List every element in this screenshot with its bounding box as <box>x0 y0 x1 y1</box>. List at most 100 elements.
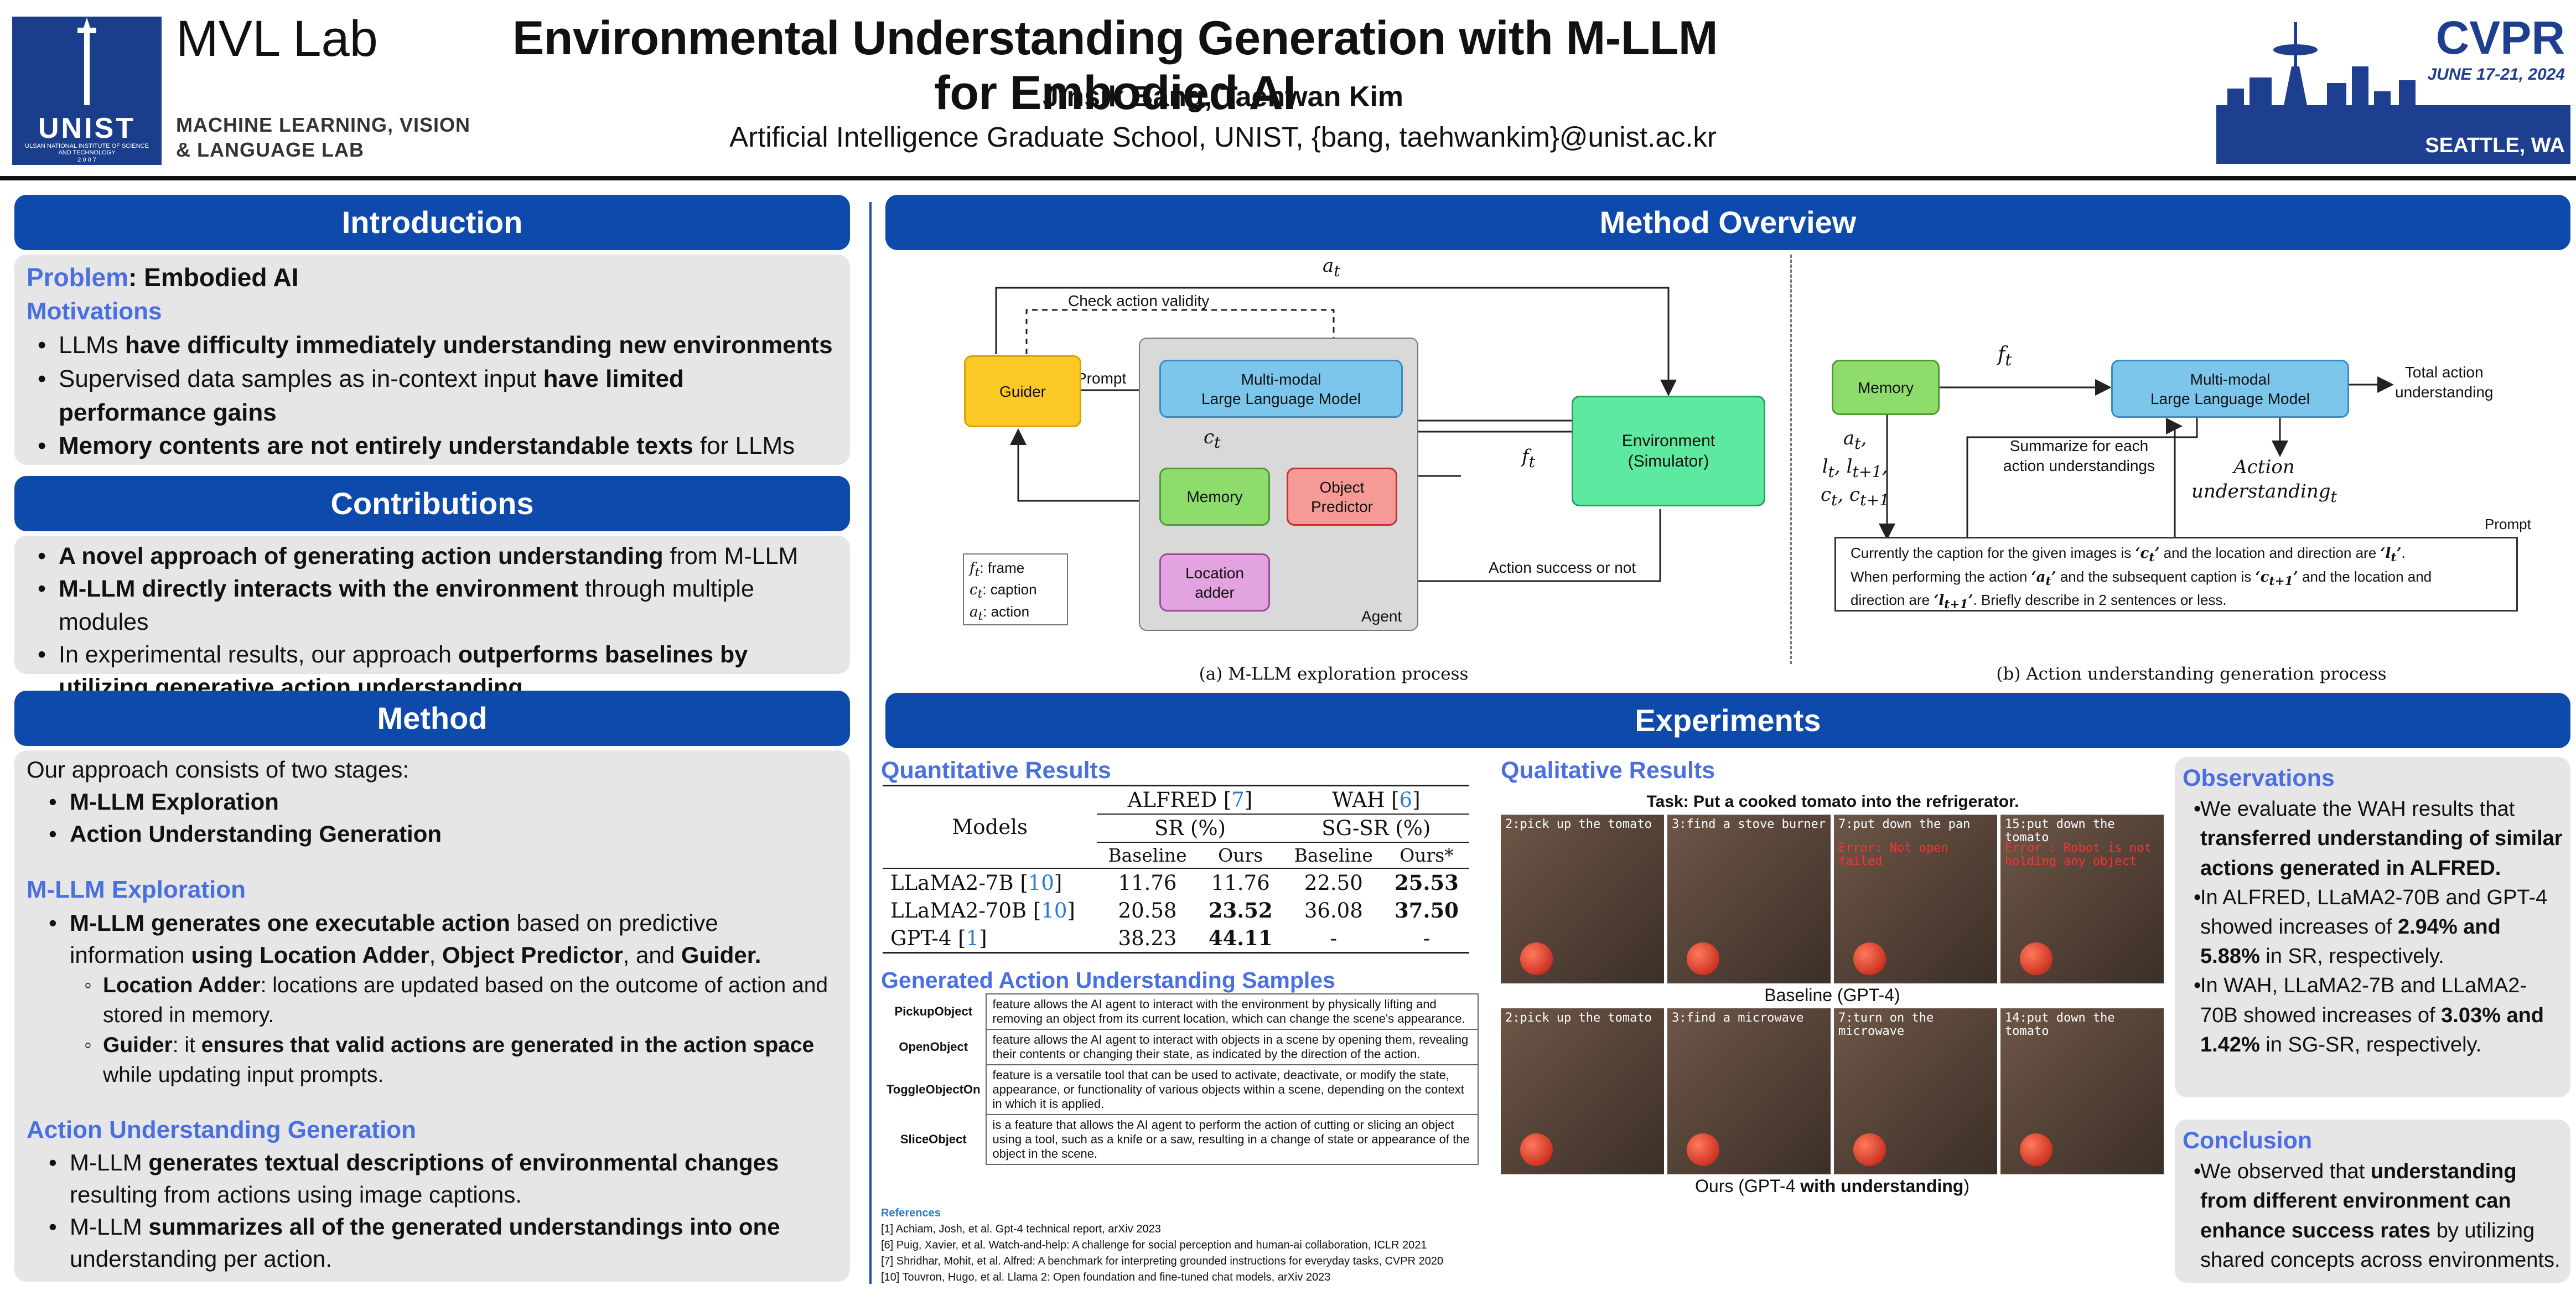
lab-subtitle-1: MACHINE LEARNING, VISION <box>176 113 471 136</box>
references: References [1] Achiam, Josh, et al. Gpt-… <box>881 1205 1490 1286</box>
method-banner: Method <box>14 691 850 746</box>
check-validity-label: Check action validity <box>1068 292 1210 309</box>
memory-box-b: Memory <box>1832 360 1940 415</box>
observations-list: We evaluate the WAH results that transfe… <box>2183 795 2563 1060</box>
frame-caption: 2:pick up the tomato <box>1505 1011 1652 1025</box>
contribution-item: In experimental results, our approach ou… <box>27 639 838 704</box>
unist-logo-text: UNIST <box>38 112 136 144</box>
results-table: Models ALFRED [7] WAH [6] SR (%) SG-SR (… <box>883 785 1469 954</box>
value-cell: 25.53 <box>1395 871 1459 895</box>
tomato-icon <box>2020 1133 2053 1166</box>
table-sub-row: Baseline Ours Baseline Ours* <box>883 842 1469 869</box>
tomato-icon <box>1853 1133 1886 1166</box>
frame-caption: 3:find a microwave <box>1672 1011 1804 1025</box>
model-name-cell: LLaMA2-7B [10] <box>890 871 1062 895</box>
lab-name: MVL Lab <box>176 11 378 67</box>
value-cell: - <box>1330 926 1338 950</box>
observations-panel: Observations We evaluate the WAH results… <box>2175 757 2570 1097</box>
introduction-panel: Problem: Embodied AI Motivations LLMs ha… <box>14 255 850 465</box>
poster-title: Environmental Understanding Generation w… <box>512 12 1718 120</box>
models-header: Models <box>883 785 1097 869</box>
cvpr-city: SEATTLE, WA <box>2425 134 2565 157</box>
exploration-list: M-LLM generates one executable action ba… <box>27 907 838 971</box>
reference-item: [7] Shridhar, Mohit, et al. Alfred: A be… <box>881 1255 1444 1267</box>
qualitative-heading: Qualitative Results <box>1501 757 1715 784</box>
simulator-frame: 3:find a stove burner <box>1667 815 1831 983</box>
col-ours-star: Ours* <box>1383 842 1469 869</box>
lab-subtitle-2: & LANGUAGE LAB <box>176 138 364 161</box>
baseline-frames: 2:pick up the tomato 3:find a stove burne… <box>1501 815 2164 983</box>
problem-line: Problem: Embodied AI <box>27 263 299 292</box>
simulator-frame: 2:pick up the tomato <box>1501 815 1664 983</box>
diagram-separator <box>1790 255 1792 664</box>
header-divider <box>0 176 2576 180</box>
simulator-frame: 7:turn on the microwave <box>1834 1008 1997 1174</box>
value-cell: 20.58 <box>1118 898 1177 923</box>
prompt-label: Prompt <box>1076 370 1127 387</box>
frame-caption: 15:put down the tomato <box>2005 817 2115 845</box>
simulator-frame: 14:put down the tomato <box>2000 1008 2164 1174</box>
poster-affiliation: Artificial Intelligence Graduate School,… <box>729 121 1717 153</box>
contribution-item: M-LLM directly interacts with the enviro… <box>27 573 838 639</box>
conclusion-list: We observed that understanding from diff… <box>2183 1157 2563 1275</box>
agent-label: Agent <box>1361 608 1402 625</box>
value-cell: - <box>1423 926 1430 950</box>
exploration-item: M-LLM generates one executable action ba… <box>38 907 838 971</box>
environment-box: Environment(Simulator) <box>1572 396 1765 506</box>
understanding-item: M-LLM generates textual descriptions of … <box>38 1147 838 1211</box>
sample-description: feature allows the AI agent to interact … <box>986 993 1479 1030</box>
ours-frames: 2:pick up the tomato 3:find a microwave 7:… <box>1501 1008 2164 1174</box>
mllm-exploration-heading: M-LLM Exploration <box>27 875 246 903</box>
contribution-item: A novel approach of generating action un… <box>27 540 838 573</box>
quantitative-heading: Quantitative Results <box>881 757 1111 784</box>
prompt-box: Currently the caption for the given imag… <box>1834 537 2518 612</box>
legend-frame: ft: frame <box>970 559 1025 580</box>
method-stages: M-LLM Exploration Action Understanding G… <box>27 786 838 850</box>
reference-item: [10] Touvron, Hugo, et al. Llama 2: Open… <box>881 1271 1331 1283</box>
observation-item: We evaluate the WAH results that transfe… <box>2183 795 2563 883</box>
action-success-label: Action success or not <box>1489 559 1636 576</box>
reference-item: [6] Puig, Xavier, et al. Watch-and-help:… <box>881 1239 1427 1251</box>
exploration-sublist: Location Adder: locations are updated ba… <box>27 971 838 1090</box>
value-cell: 44.11 <box>1208 926 1273 950</box>
stage-item: M-LLM Exploration <box>38 786 838 818</box>
conclusion-panel: Conclusion We observed that understandin… <box>2175 1120 2570 1283</box>
tomato-icon <box>1520 942 1553 975</box>
observation-item: In WAH, LLaMA2-7B and LLaMA2-70B showed … <box>2183 971 2563 1060</box>
model-name-cell: LLaMA2-70B [10] <box>890 898 1075 923</box>
col-baseline: Baseline <box>1097 842 1198 869</box>
references-list: [1] Achiam, Josh, et al. Gpt-4 technical… <box>881 1221 1490 1286</box>
reference-item: [1] Achiam, Josh, et al. Gpt-4 technical… <box>881 1223 1161 1235</box>
contributions-panel: A novel approach of generating action un… <box>14 536 850 701</box>
frame-caption: 2:pick up the tomato <box>1505 817 1652 831</box>
method-overview-banner: Method Overview <box>885 195 2570 250</box>
poster-authors: Jinsik Bang, Taehwan Kim <box>1042 81 1404 113</box>
experiments-banner: Experiments <box>885 693 2570 748</box>
tomato-icon <box>1853 942 1886 975</box>
col-ours: Ours <box>1198 842 1283 869</box>
caption-a: (a) M-LLM exploration process <box>1199 664 1469 684</box>
observation-item: In ALFRED, LLaMA2-70B and GPT-4 showed i… <box>2183 883 2563 972</box>
frame-caption: 7:put down the pan <box>1838 817 1971 831</box>
contributions-list: A novel approach of generating action un… <box>27 540 838 704</box>
motivations-list: LLMs have difficulty immediately underst… <box>27 329 838 463</box>
introduction-banner: Introduction <box>14 195 850 250</box>
unist-logo: UNIST ULSAN NATIONAL INSTITUTE OF SCIENC… <box>12 17 162 165</box>
simulator-frame: 2:pick up the tomato <box>1501 1008 1664 1174</box>
value-cell: 11.76 <box>1211 871 1270 895</box>
sample-action-name: SliceObject <box>900 1132 967 1146</box>
